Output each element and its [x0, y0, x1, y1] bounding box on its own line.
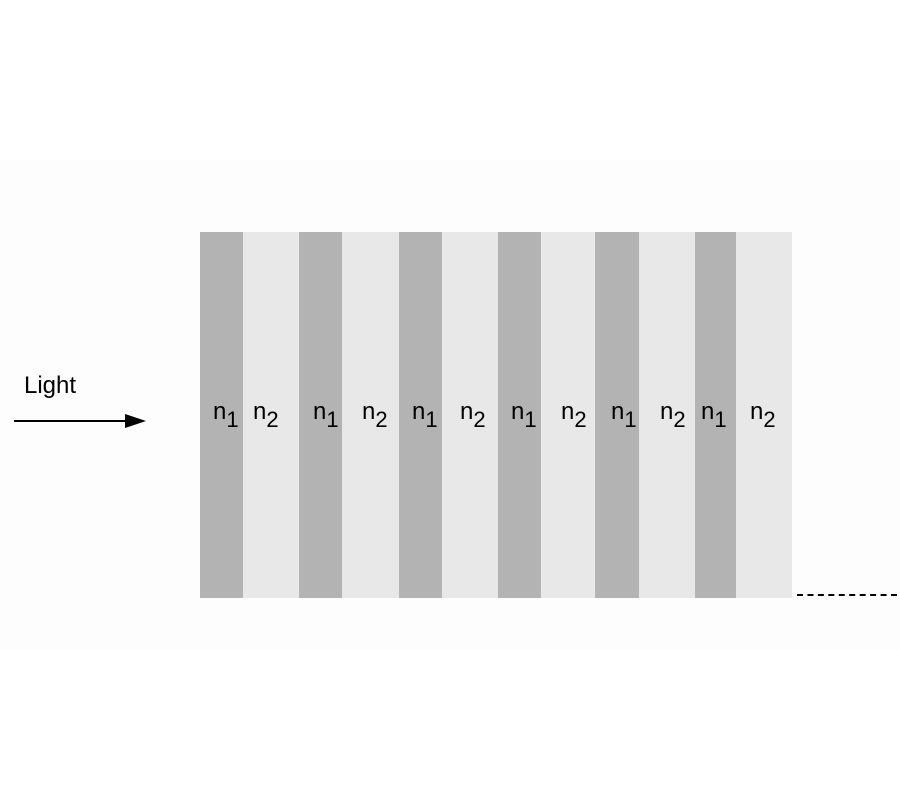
continuation-dashes [797, 594, 897, 596]
multilayer-stack [200, 232, 792, 598]
layer-label-n2: n2 [460, 398, 486, 431]
layer-label-n1: n1 [511, 398, 537, 431]
layer-label-n2: n2 [561, 398, 587, 431]
refractive-index-subscript: 1 [226, 407, 239, 432]
layer-n1 [695, 232, 736, 598]
refractive-index-subscript: 1 [425, 407, 438, 432]
refractive-index-subscript: 2 [763, 407, 776, 432]
layer-n2 [342, 232, 399, 598]
refractive-index-symbol: n [750, 398, 764, 425]
refractive-index-symbol: n [253, 398, 267, 425]
arrow-head [125, 414, 146, 428]
light-arrow-icon [14, 414, 146, 428]
refractive-index-subscript: 2 [574, 407, 587, 432]
refractive-index-symbol: n [412, 398, 426, 425]
layer-n2 [442, 232, 498, 598]
layer-label-n2: n2 [750, 398, 776, 431]
layer-n1 [595, 232, 639, 598]
refractive-index-symbol: n [660, 398, 674, 425]
refractive-index-subscript: 2 [473, 407, 486, 432]
refractive-index-subscript: 2 [266, 407, 279, 432]
layer-label-n1: n1 [313, 398, 339, 431]
layer-label-n2: n2 [660, 398, 686, 431]
layer-n1 [399, 232, 442, 598]
refractive-index-subscript: 1 [524, 407, 537, 432]
refractive-index-symbol: n [561, 398, 575, 425]
refractive-index-symbol: n [460, 398, 474, 425]
layer-label-n1: n1 [412, 398, 438, 431]
layer-label-n1: n1 [611, 398, 637, 431]
layer-n1 [498, 232, 541, 598]
layer-label-n1: n1 [213, 398, 239, 431]
refractive-index-subscript: 1 [624, 407, 637, 432]
layer-n2 [541, 232, 595, 598]
refractive-index-symbol: n [701, 398, 715, 425]
layer-label-n2: n2 [253, 398, 279, 431]
layer-n2 [736, 232, 792, 598]
refractive-index-subscript: 2 [375, 407, 388, 432]
layer-label-n2: n2 [362, 398, 388, 431]
layer-n1 [200, 232, 243, 598]
refractive-index-symbol: n [313, 398, 327, 425]
refractive-index-subscript: 2 [673, 407, 686, 432]
refractive-index-symbol: n [213, 398, 227, 425]
refractive-index-subscript: 1 [326, 407, 339, 432]
refractive-index-subscript: 1 [714, 407, 727, 432]
refractive-index-symbol: n [511, 398, 525, 425]
layer-n2 [243, 232, 299, 598]
layer-n2 [639, 232, 695, 598]
layer-n1 [299, 232, 342, 598]
refractive-index-symbol: n [362, 398, 376, 425]
light-label: Light [24, 372, 77, 399]
refractive-index-symbol: n [611, 398, 625, 425]
layer-label-n1: n1 [701, 398, 727, 431]
